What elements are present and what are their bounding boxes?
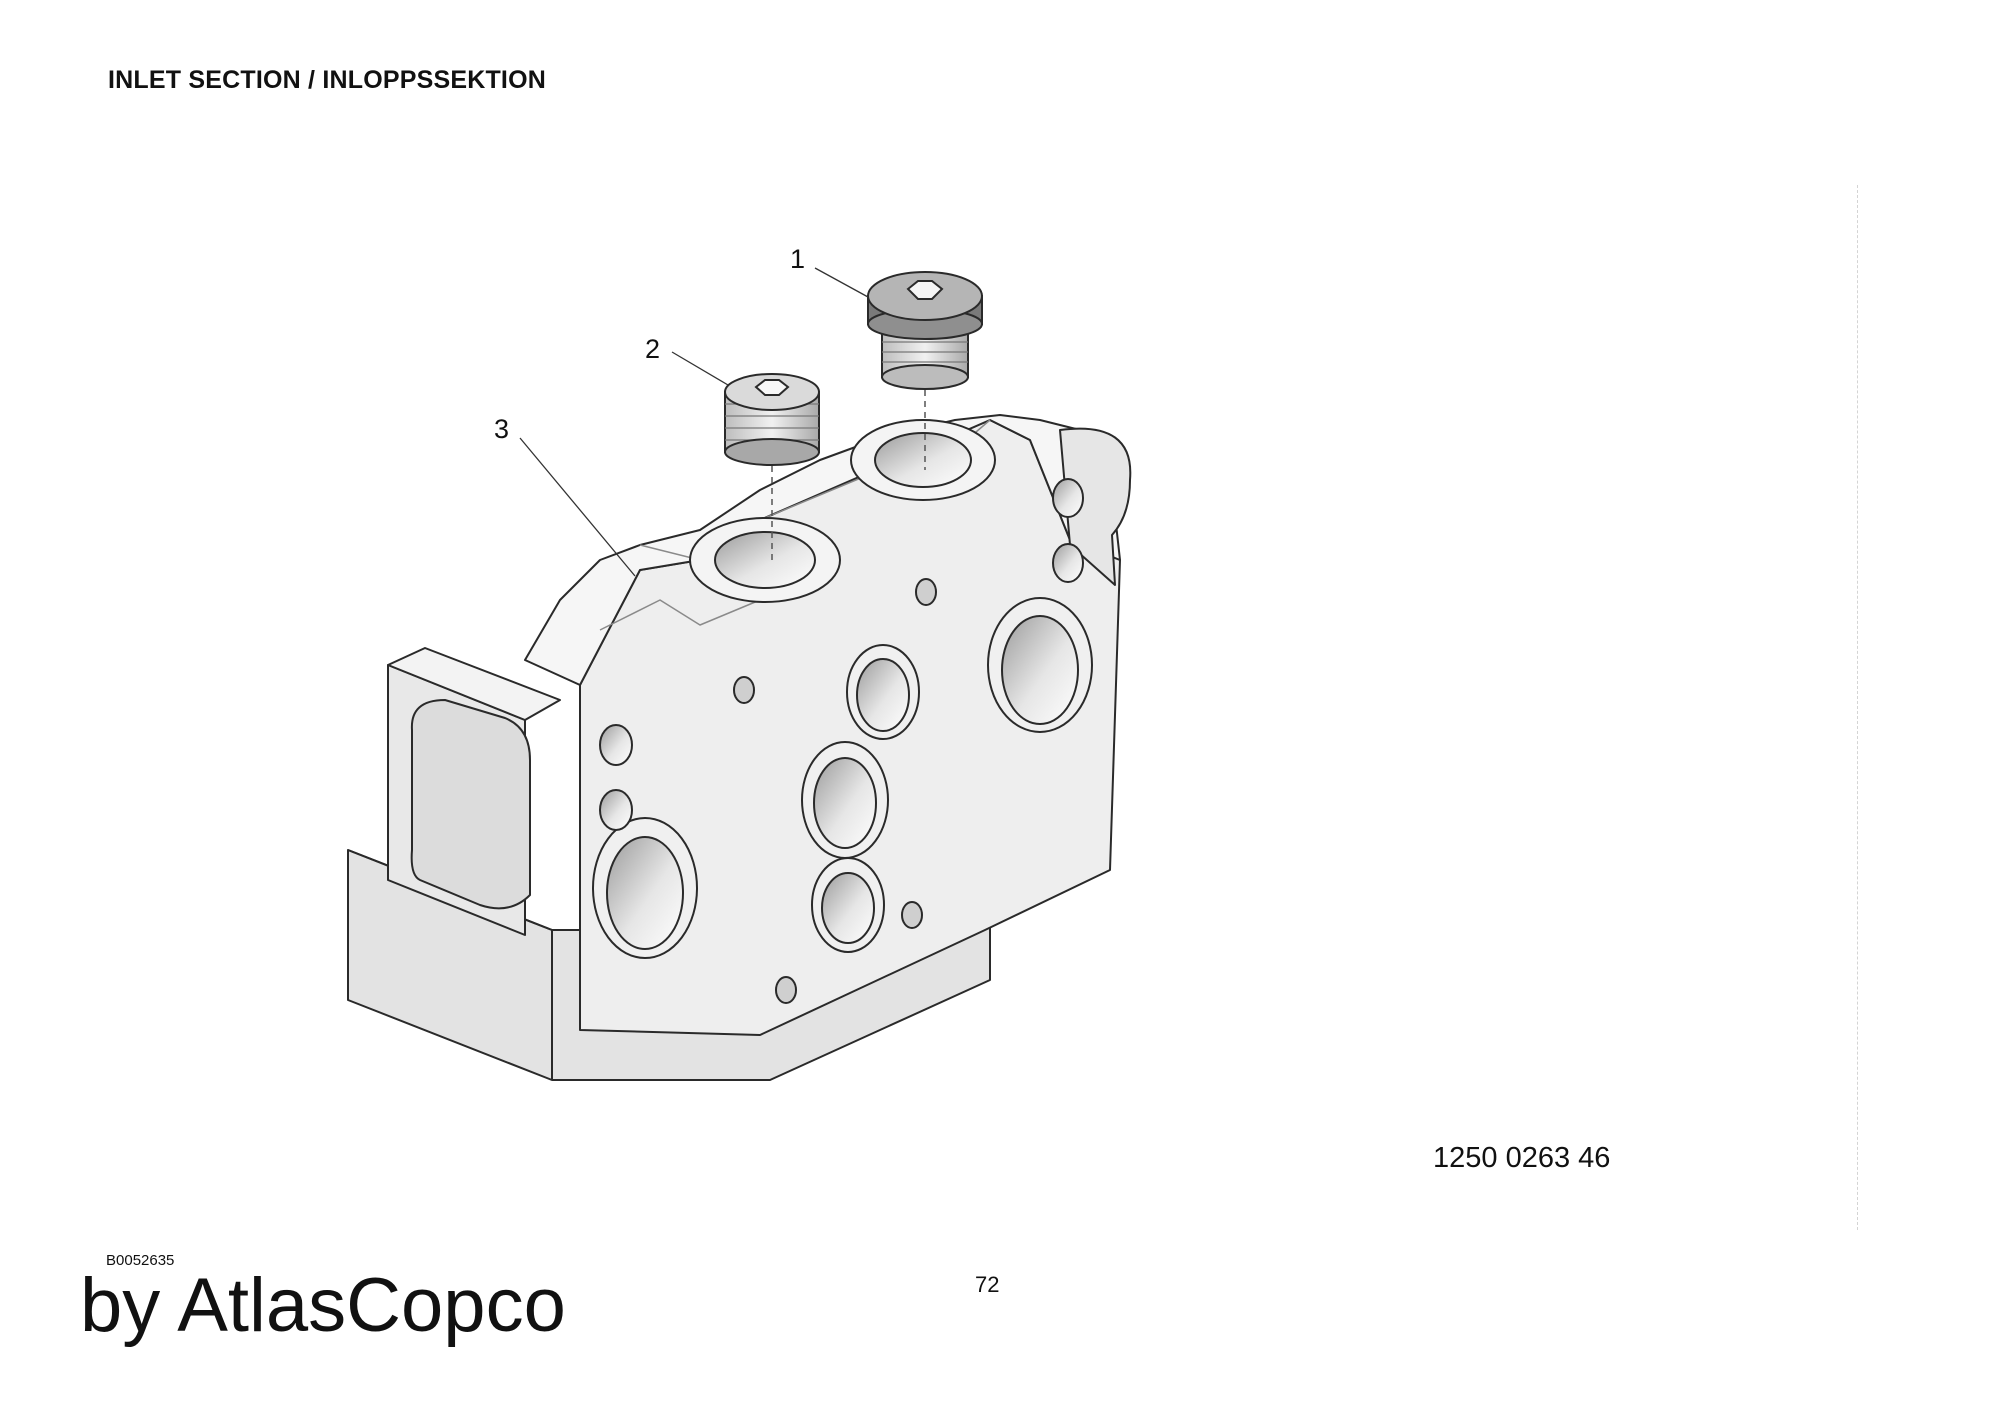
callout-3: 3 (494, 414, 509, 444)
plug (867, 271, 983, 390)
page-number: 72 (975, 1272, 1000, 1297)
drawing-id: B0052635 (106, 1252, 175, 1269)
page-title: INLET SECTION / INLOPPSSEKTION (108, 66, 546, 94)
brand-logo-text: by AtlasCopco (80, 1263, 566, 1348)
page-edge-divider (1857, 185, 1858, 1230)
set-screw (724, 373, 820, 466)
callout-1: 1 (790, 244, 805, 274)
part-number: 1250 0263 46 (1433, 1142, 1611, 1174)
callout-2: 2 (645, 334, 660, 364)
valve-body (347, 414, 1132, 1081)
